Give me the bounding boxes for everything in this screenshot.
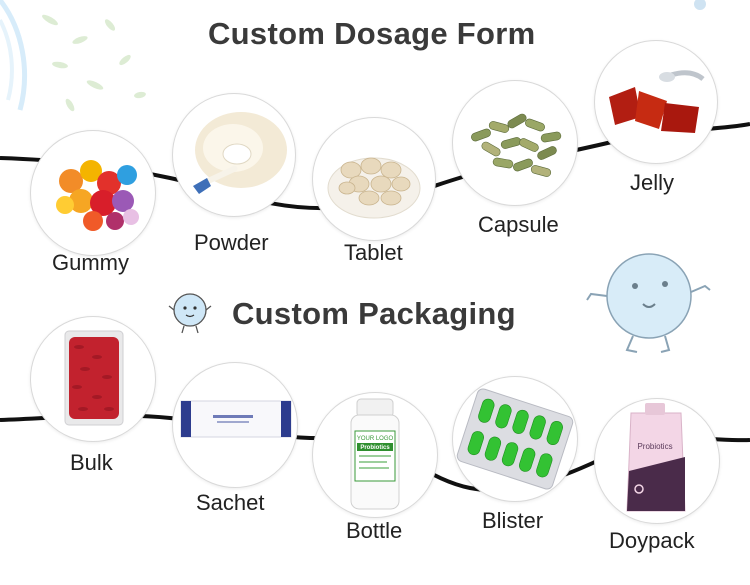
tablet-label: Tablet — [344, 240, 403, 265]
bottle-label: Bottle — [346, 518, 403, 543]
doypack-label: Doypack — [609, 528, 695, 553]
gummy-label: Gummy — [52, 250, 129, 275]
bulk-circle — [30, 316, 156, 442]
capsule-icon — [471, 113, 562, 177]
gummy-circle — [30, 130, 156, 256]
blister-label: Blister — [482, 508, 544, 533]
sachet-label: Sachet — [196, 490, 265, 515]
large-mascot-icon — [586, 253, 711, 353]
bottle-circle: YOUR LOGO Probiotics — [312, 392, 438, 518]
jelly-circle — [594, 40, 718, 164]
tablet-circle — [312, 117, 436, 241]
doypack-circle: Probiotics — [594, 398, 720, 524]
gummy-icon — [56, 160, 139, 231]
blister-icon — [456, 388, 574, 490]
jelly-label: Jelly — [630, 170, 675, 195]
corner-decoration-icon — [694, 0, 706, 10]
dosage-heading: Custom Dosage Form — [208, 16, 536, 51]
bottle-icon: YOUR LOGO Probiotics — [350, 398, 400, 510]
doypack-icon: Probiotics — [626, 403, 686, 512]
bottle-logo-text: YOUR LOGO — [357, 436, 394, 442]
capsule-circle — [452, 80, 578, 206]
powder-label: Powder — [194, 230, 269, 255]
powder-circle — [172, 93, 296, 217]
bacteria-pattern — [42, 14, 146, 112]
sachet-circle — [172, 362, 298, 488]
tablet-icon — [327, 157, 421, 219]
sachet-icon — [180, 400, 292, 438]
bulk-label: Bulk — [70, 450, 113, 475]
capsule-label: Capsule — [478, 212, 559, 237]
doypack-product-text: Probiotics — [637, 442, 672, 451]
packaging-heading: Custom Packaging — [232, 296, 516, 331]
bulk-bag-icon — [64, 330, 124, 426]
small-mascot-icon — [168, 293, 212, 334]
blister-circle — [452, 376, 578, 502]
jelly-icon — [609, 70, 705, 133]
powder-icon — [193, 112, 287, 194]
bottle-product-text: Probiotics — [360, 445, 390, 451]
